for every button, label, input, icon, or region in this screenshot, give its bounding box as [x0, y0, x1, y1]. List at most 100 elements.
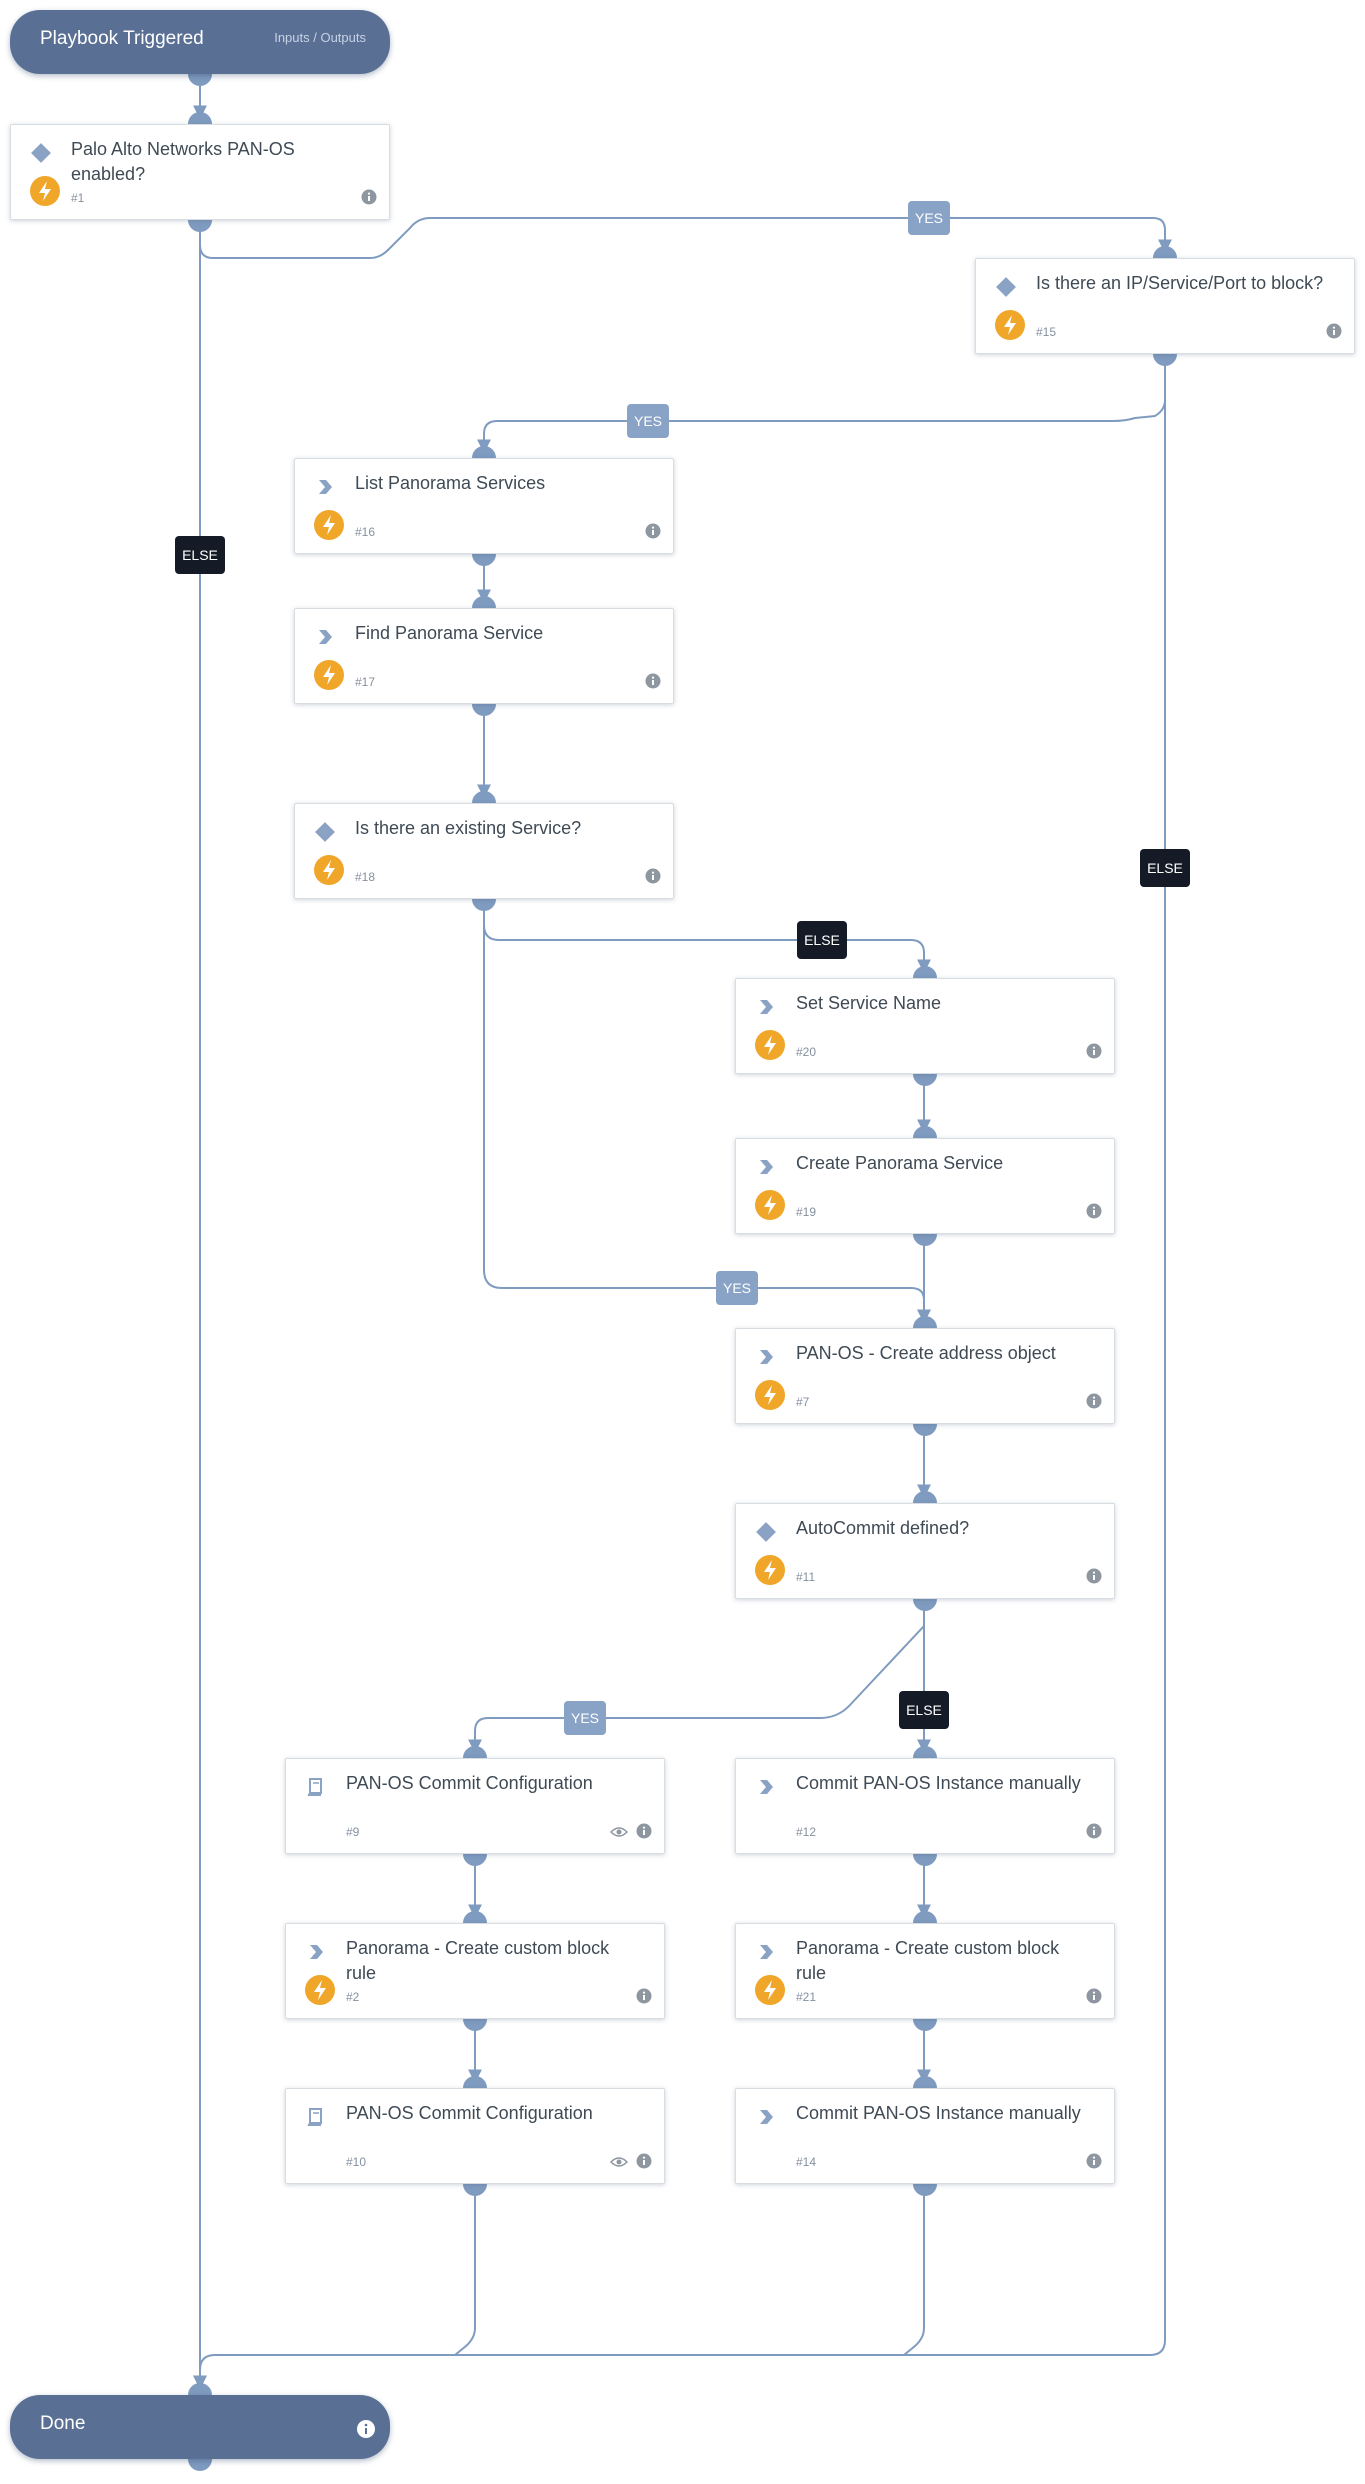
task-node-18[interactable]: Is there an existing Service?#18 — [294, 803, 674, 899]
task-number: #11 — [796, 1570, 816, 1584]
condition-diamond-icon — [994, 275, 1018, 299]
in-port-16[interactable] — [472, 446, 496, 458]
in-port-21[interactable] — [913, 1911, 937, 1923]
task-node-2[interactable]: Panorama - Create custom block rule#2 — [285, 1923, 665, 2019]
out-port-16[interactable] — [472, 554, 496, 566]
else-branch-label: ELSE — [797, 921, 847, 959]
task-node-20[interactable]: Set Service Name#20 — [735, 978, 1115, 1074]
info-icon[interactable] — [1086, 1823, 1102, 1839]
task-number: #7 — [796, 1395, 810, 1409]
out-port-7[interactable] — [913, 1424, 937, 1436]
task-title: PAN-OS Commit Configuration — [346, 2103, 593, 2123]
out-port-11[interactable] — [913, 1599, 937, 1611]
out-port-2[interactable] — [463, 2019, 487, 2031]
task-node-21[interactable]: Panorama - Create custom block rule#21 — [735, 1923, 1115, 2019]
task-title: List Panorama Services — [355, 473, 546, 493]
task-node-9[interactable]: PAN-OS Commit Configuration#9 — [285, 1758, 665, 1854]
view-eye-icon[interactable] — [609, 2155, 629, 2167]
task-chevron-icon — [754, 1940, 778, 1964]
task-node-16[interactable]: List Panorama Services#16 — [294, 458, 674, 554]
task-chevron-icon — [313, 475, 337, 499]
in-port-20[interactable] — [913, 966, 937, 978]
in-port-10[interactable] — [463, 2076, 487, 2088]
out-port-9[interactable] — [463, 1854, 487, 1866]
inputs-outputs-link[interactable]: Inputs / Outputs — [274, 30, 366, 45]
task-number: #10 — [346, 2155, 367, 2169]
task-node-7[interactable]: PAN-OS - Create address object#7 — [735, 1328, 1115, 1424]
yes-branch-label: YES — [908, 201, 950, 235]
task-title: Find Panorama Service — [355, 623, 544, 643]
end-out-port[interactable] — [188, 2459, 212, 2471]
end-node[interactable]: Done — [10, 2395, 390, 2459]
info-icon[interactable] — [636, 2153, 652, 2169]
out-port-18[interactable] — [472, 899, 496, 911]
info-icon[interactable] — [1086, 1043, 1102, 1059]
in-port-7[interactable] — [913, 1316, 937, 1328]
out-port-17[interactable] — [472, 704, 496, 716]
task-chevron-icon — [304, 1940, 328, 1964]
in-port-9[interactable] — [463, 1746, 487, 1758]
out-port-1[interactable] — [188, 220, 212, 232]
in-port-1[interactable] — [188, 112, 212, 124]
out-port-10[interactable] — [463, 2184, 487, 2196]
out-port-21[interactable] — [913, 2019, 937, 2031]
in-port-17[interactable] — [472, 596, 496, 608]
task-number: #12 — [796, 1825, 817, 1839]
task-chevron-icon — [754, 2105, 778, 2129]
end-title: Done — [40, 2413, 86, 2434]
task-title: Panorama - Create custom block rule — [346, 1938, 610, 1983]
out-port-20[interactable] — [913, 1074, 937, 1086]
task-node-17[interactable]: Find Panorama Service#17 — [294, 608, 674, 704]
start-title: Playbook Triggered — [40, 28, 204, 49]
automation-bolt-icon — [313, 854, 345, 886]
info-icon[interactable] — [356, 2419, 376, 2439]
automation-bolt-icon — [754, 1554, 786, 1586]
task-title: PAN-OS Commit Configuration — [346, 1773, 593, 1793]
in-port-14[interactable] — [913, 2076, 937, 2088]
out-port-19[interactable] — [913, 1234, 937, 1246]
info-icon[interactable] — [645, 868, 661, 884]
task-title: Commit PAN-OS Instance manually — [796, 1773, 1081, 1793]
info-icon[interactable] — [1326, 323, 1342, 339]
start-out-port[interactable] — [188, 74, 212, 86]
info-icon[interactable] — [1086, 1203, 1102, 1219]
automation-bolt-icon — [754, 1379, 786, 1411]
info-icon[interactable] — [1086, 1393, 1102, 1409]
else-branch-label: ELSE — [175, 536, 225, 574]
info-icon[interactable] — [645, 673, 661, 689]
task-node-15[interactable]: Is there an IP/Service/Port to block?#15 — [975, 258, 1355, 354]
info-icon[interactable] — [361, 189, 377, 205]
info-icon[interactable] — [1086, 2153, 1102, 2169]
task-title: Is there an existing Service? — [355, 818, 582, 838]
task-title: Is there an IP/Service/Port to block? — [1036, 273, 1324, 293]
task-node-14[interactable]: Commit PAN-OS Instance manually#14 — [735, 2088, 1115, 2184]
task-number: #20 — [796, 1045, 817, 1059]
out-port-15[interactable] — [1153, 354, 1177, 366]
task-chevron-icon — [313, 625, 337, 649]
end-in-port[interactable] — [188, 2383, 212, 2395]
info-icon[interactable] — [636, 1988, 652, 2004]
task-node-11[interactable]: AutoCommit defined?#11 — [735, 1503, 1115, 1599]
start-node[interactable]: Playbook Triggered Inputs / Outputs — [10, 10, 390, 74]
in-port-19[interactable] — [913, 1126, 937, 1138]
in-port-11[interactable] — [913, 1491, 937, 1503]
info-icon[interactable] — [1086, 1988, 1102, 2004]
out-port-14[interactable] — [913, 2184, 937, 2196]
info-icon[interactable] — [1086, 1568, 1102, 1584]
in-port-2[interactable] — [463, 1911, 487, 1923]
task-number: #21 — [796, 1990, 817, 2004]
edge-15-yes-to-16 — [477, 356, 1166, 454]
task-node-12[interactable]: Commit PAN-OS Instance manually #12 — [735, 1758, 1115, 1854]
out-port-12[interactable] — [913, 1854, 937, 1866]
in-port-12[interactable] — [913, 1746, 937, 1758]
view-eye-icon[interactable] — [609, 1825, 629, 1837]
info-icon[interactable] — [636, 1823, 652, 1839]
task-node-1[interactable]: Palo Alto Networks PAN-OS enabled?#1 — [10, 124, 390, 220]
in-port-15[interactable] — [1153, 246, 1177, 258]
in-port-18[interactable] — [472, 791, 496, 803]
task-title: Palo Alto Networks PAN-OS enabled? — [71, 139, 295, 184]
info-icon[interactable] — [645, 523, 661, 539]
task-node-10[interactable]: PAN-OS Commit Configuration #10 — [285, 2088, 665, 2184]
task-node-19[interactable]: Create Panorama Service#19 — [735, 1138, 1115, 1234]
edge-1-yes-to-15 — [199, 217, 1172, 259]
